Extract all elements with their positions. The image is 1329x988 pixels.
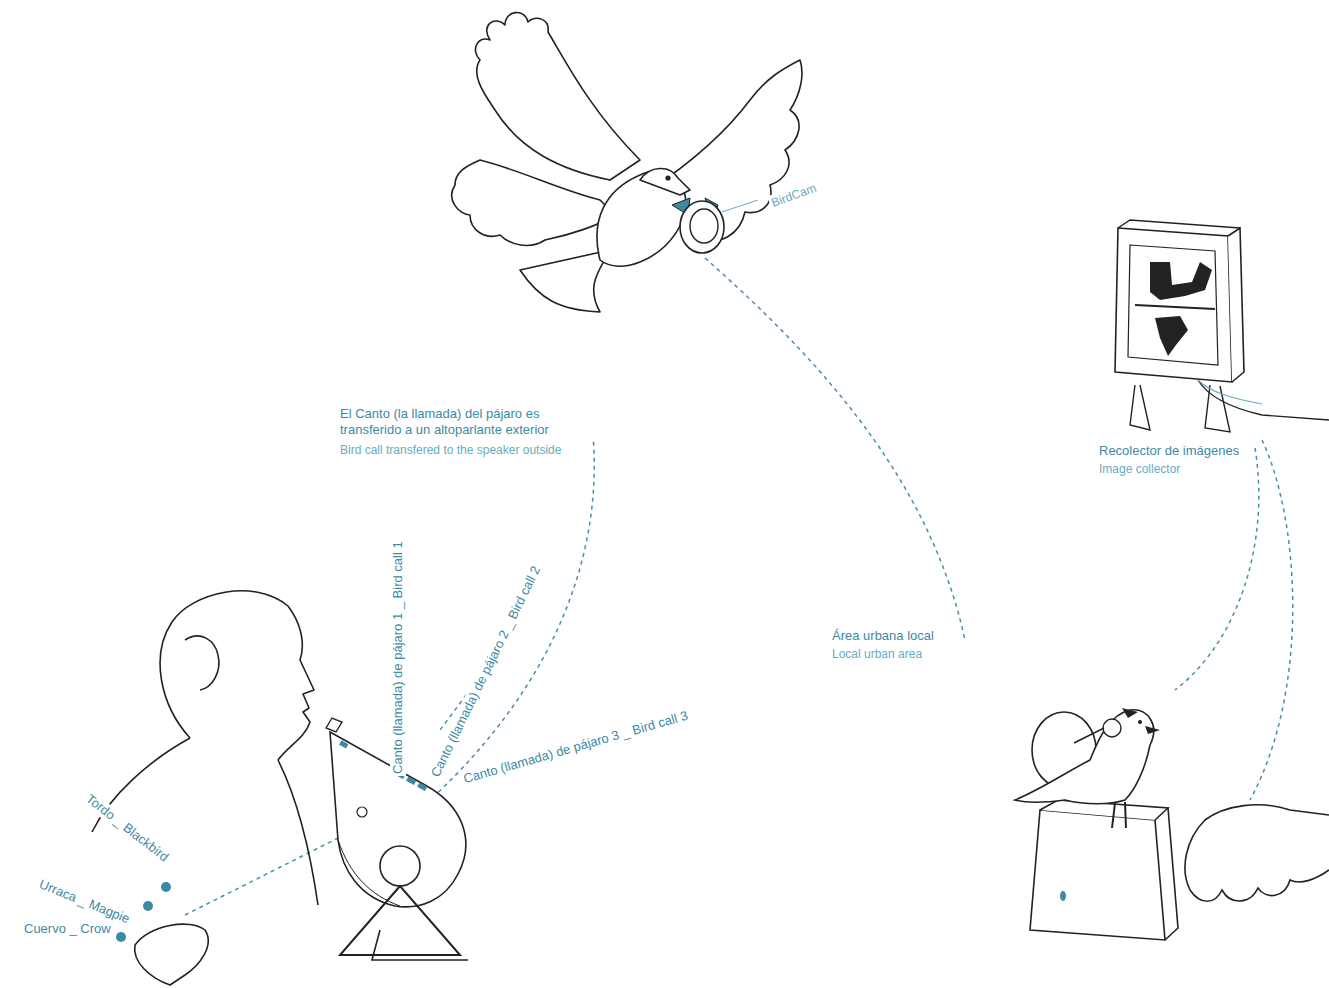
device-label: Recolector de imágenes	[1097, 443, 1241, 459]
dove	[452, 13, 802, 312]
area-label-en: Local urban area	[830, 646, 924, 662]
bird-label: Cuervo _ Crow	[22, 921, 113, 937]
person	[92, 591, 318, 905]
note-label-en: Bird call transfered to the speaker outs…	[338, 442, 563, 458]
crow-device	[135, 924, 209, 985]
image-collector	[1115, 220, 1329, 432]
call-label: Canto (llamada) de pájaro 2 _ Bird call …	[427, 562, 545, 782]
call-label: Canto (llamada) de pájaro 1 _ Bird call …	[390, 539, 406, 776]
birdcam	[672, 198, 758, 253]
call-label: Canto (llamada) de pájaro 3 _ Bird call …	[460, 707, 692, 788]
area-label: Área urbana local	[830, 628, 936, 644]
device-label-en: Image collector	[1097, 461, 1182, 477]
note-label: El Canto (la llamada) del pájaro es tran…	[338, 406, 604, 438]
device-label: BirdCam	[767, 179, 820, 211]
bird-box	[1015, 708, 1329, 940]
bird-label: Tordo _ Blackbird	[81, 790, 173, 867]
